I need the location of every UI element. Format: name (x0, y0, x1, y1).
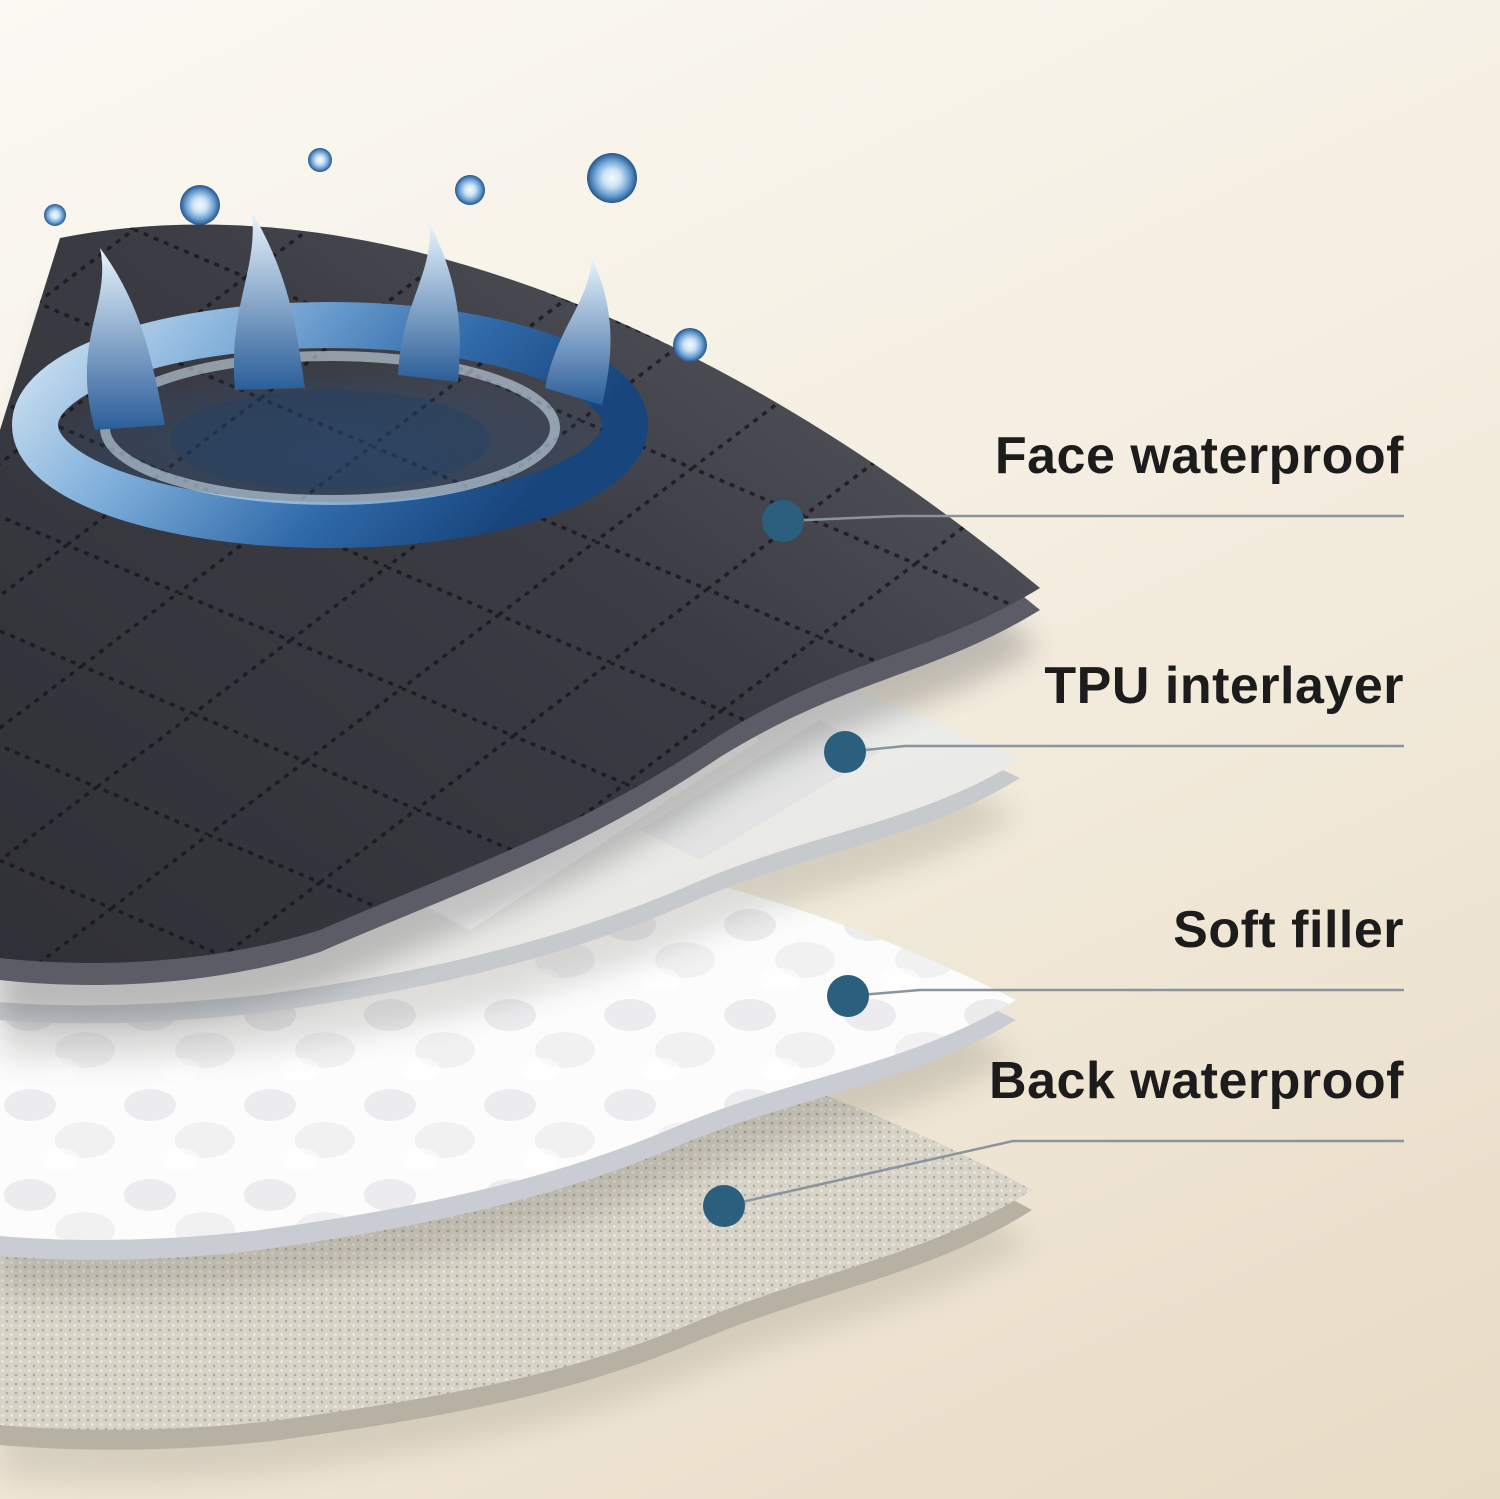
tpu-gloss-streak (640, 720, 880, 860)
label-tpu-interlayer: TPU interlayer (1044, 657, 1404, 715)
splash-droplet (180, 185, 220, 225)
splash-spike (86, 248, 165, 430)
callout-line-back-waterproof (723, 1139, 1404, 1208)
callout-dot-tpu-interlayer (824, 731, 866, 773)
splash-ring (12, 302, 648, 548)
callout-dot-soft-filler (827, 975, 869, 1017)
label-soft-filler: Soft filler (1173, 901, 1404, 959)
splash-droplet (455, 175, 485, 205)
splash-spike (233, 212, 305, 390)
splash-droplet (673, 328, 707, 362)
splash-droplet (308, 148, 332, 172)
water-splash (0, 148, 707, 548)
splash-spike (545, 258, 611, 405)
splash-droplet (587, 153, 637, 203)
label-face-waterproof: Face waterproof (994, 427, 1404, 485)
callouts (703, 500, 1404, 1227)
callout-dot-back-waterproof (703, 1185, 745, 1227)
label-back-waterproof: Back waterproof (989, 1052, 1404, 1110)
splash-droplet (44, 204, 66, 226)
callout-line-soft-filler (847, 988, 1404, 998)
splash-center (170, 390, 490, 490)
callout-line-face-waterproof (782, 514, 1404, 523)
callout-dot-face-waterproof (762, 500, 804, 542)
splash-spike (398, 224, 460, 382)
